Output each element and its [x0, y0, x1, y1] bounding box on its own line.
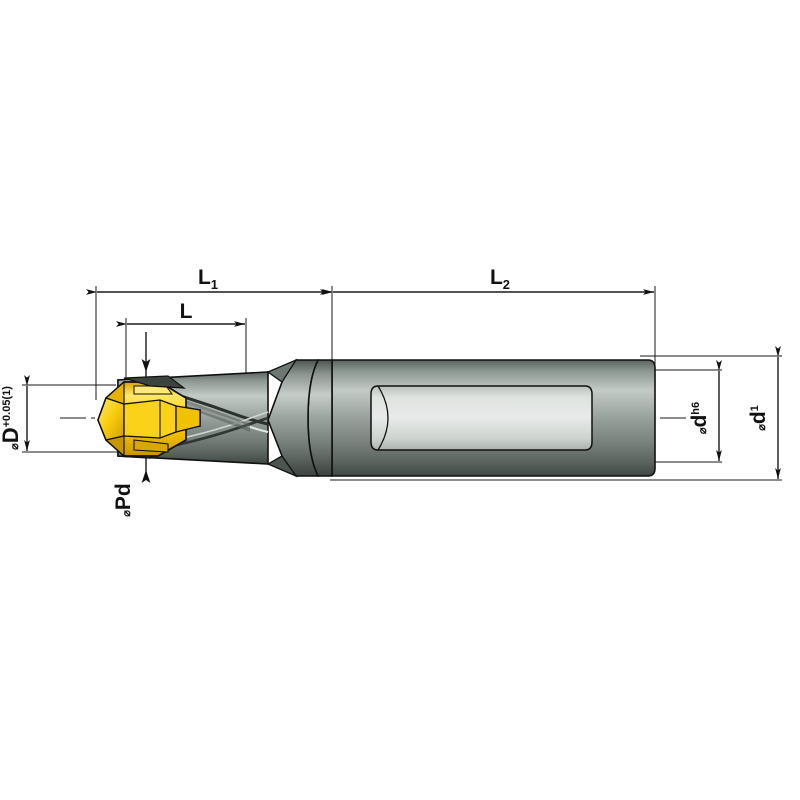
label-d1: ⌀d1 [747, 405, 770, 431]
label-Pd-group: ⌀Pd [112, 483, 135, 516]
insert-front-facet [97, 397, 125, 441]
label-dh6: ⌀dh6 [688, 402, 711, 434]
insert-bottom-corner [104, 435, 125, 458]
horizontal-dimension-lines [86, 289, 654, 327]
label-D-group: ⌀D+0.05(1) [0, 386, 23, 450]
drill-tool-illustration [97, 358, 656, 478]
taper-top-facet [266, 358, 298, 383]
whistle-notch-flat [370, 385, 593, 451]
label-L: L [180, 300, 193, 323]
label-d1-group: ⌀d1 [747, 405, 770, 431]
insert-lower-land [133, 439, 169, 453]
flat-radius-edge [377, 385, 389, 451]
label-Pd: ⌀Pd [112, 483, 135, 516]
arrow-Pd-top [141, 359, 151, 372]
arrow-Pd-bottom [141, 470, 151, 483]
insert-top-corner [104, 380, 125, 405]
extension-lines [22, 286, 782, 481]
label-dh6-group: ⌀dh6 [688, 402, 711, 434]
dimension-labels: L1 L2 L ⌀D+0.05(1) ⌀Pd ⌀dh6 [0, 266, 770, 517]
insert-rake-face [123, 399, 177, 439]
taper-bottom-facet [266, 455, 298, 478]
insert-pocket-shadow [123, 375, 186, 389]
label-D: ⌀D+0.05(1) [0, 386, 23, 450]
dim-arrows-Pd [141, 359, 151, 483]
cutting-insert [97, 380, 201, 458]
label-L2: L2 [490, 266, 510, 292]
label-L1: L1 [198, 266, 218, 292]
